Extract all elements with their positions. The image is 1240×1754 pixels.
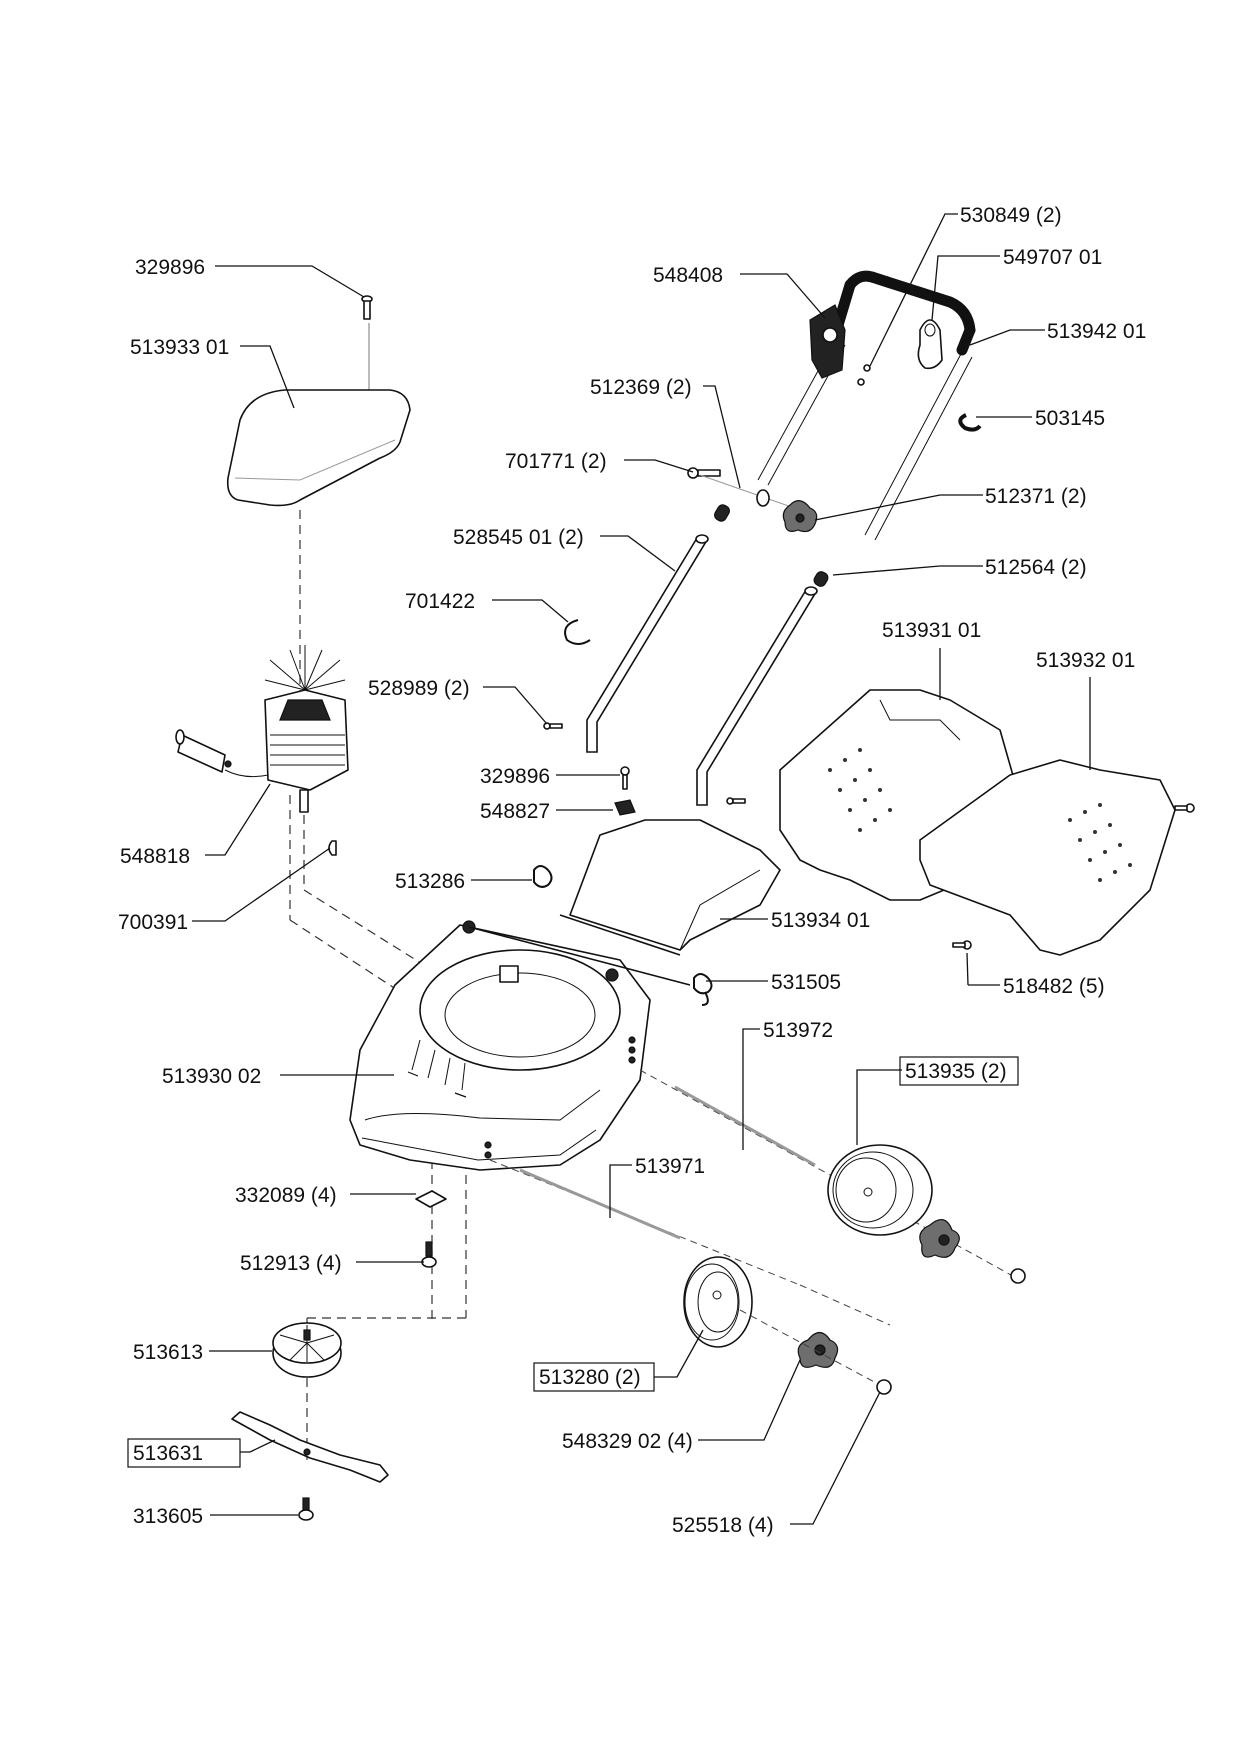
rear-axle-line [489,1159,801,1286]
part-label: 513613 [133,1341,203,1364]
part-label: 701422 [405,590,475,613]
leader-lines [192,213,1091,1525]
handle-plug-drawing [714,504,730,522]
part-label: 513933 01 [130,336,229,359]
part-label: 512913 (4) [240,1252,342,1275]
part-label: 513942 01 [1047,320,1146,343]
part-label: 548827 [480,800,550,823]
rear-wheel-axis [799,1284,891,1326]
bushing-drawing [756,489,770,507]
part-label: 531505 [771,971,841,994]
part-label: 513932 01 [1036,649,1135,672]
mower-deck-drawing [349,920,691,1171]
handle-plug-right-drawing [813,571,829,587]
part-label: 313605 [133,1505,203,1528]
label-box-513280 [533,1362,655,1392]
part-label: 512564 (2) [985,556,1087,579]
part-label: 548329 02 (4) [562,1430,693,1453]
wheel-513280-drawing [683,1256,753,1348]
front-wheel-nut-drawing [876,1379,892,1395]
clip-503145-drawing [958,413,982,432]
upper-handle-drawing [757,270,976,541]
part-label: 548818 [120,845,190,868]
handle-screws-drawing [857,364,871,386]
part-label: 332089 (4) [235,1184,337,1207]
clip-548827-drawing [614,799,636,816]
grassbox-screw-right-drawing [1174,803,1195,813]
axle-513971-drawing [519,1168,681,1240]
spring-531505-drawing [693,973,713,1006]
part-label: 549707 01 [1003,246,1102,269]
cable-holder-drawing [917,319,943,370]
part-label: 530849 (2) [960,204,1062,227]
key-700391-drawing [328,840,337,856]
part-labels: 329896 513933 01 548408 530849 (2) 54970… [118,204,1146,1537]
part-label: 513972 [763,1019,833,1042]
part-label: 329896 [480,765,550,788]
wheel-nut-drawing [1010,1268,1026,1284]
part-label: 513286 [395,870,465,893]
part-label: 512371 (2) [985,485,1087,508]
part-label: 513935 (2) [905,1060,1007,1083]
motor-drawing [175,645,349,813]
part-drawings [175,270,1195,1521]
square-nut-drawing [415,1190,447,1208]
part-label: 525518 (4) [672,1514,774,1537]
part-label: 528545 01 (2) [453,526,584,549]
lower-handle-left-drawing [586,534,709,753]
part-label: 512369 (2) [590,376,692,399]
screw-329896-top-drawing [361,295,373,320]
part-label: 701771 (2) [505,450,607,473]
part-label: 513934 01 [771,909,870,932]
part-label: 503145 [1035,407,1105,430]
screw-528989b-drawing [726,797,746,805]
grassbox-lower-drawing [919,759,1176,956]
assembly-line-motor-d [303,889,441,976]
part-label: 513931 01 [882,619,981,642]
part-label: 548408 [653,264,723,287]
label-box-513935 [899,1056,1019,1086]
part-label: 700391 [118,911,188,934]
blade-fan-drawing [272,1322,342,1378]
part-label: 518482 (5) [1003,975,1105,998]
grassbox-screw-drawing [952,940,972,950]
part-label: 513280 (2) [539,1366,641,1389]
wheel-513935-drawing [827,1144,933,1236]
assembly-line-motor-b [289,919,406,996]
part-label: 513631 [133,1442,203,1465]
part-label: 528989 (2) [368,677,470,700]
label-box-513631 [127,1438,241,1468]
blade-bolt-drawing [298,1497,314,1521]
blade-drawing [231,1411,389,1483]
rear-flap-drawing [559,819,781,956]
handle-bolt-drawing [687,467,721,479]
screw-329896-mid-drawing [620,766,630,790]
bolt-512913-drawing [421,1241,437,1268]
screw-528989-drawing [543,722,563,730]
part-label: 513971 [635,1155,705,1178]
clip-701422-drawing [564,619,591,645]
front-wheel-axis [739,1309,881,1386]
part-label: 329896 [135,256,205,279]
part-label: 513930 02 [162,1065,261,1088]
axle-513972-drawing [674,1085,816,1167]
motor-cover-drawing [226,389,411,507]
spring-513286-drawing [533,865,553,888]
lower-handle-right-drawing [696,586,818,806]
